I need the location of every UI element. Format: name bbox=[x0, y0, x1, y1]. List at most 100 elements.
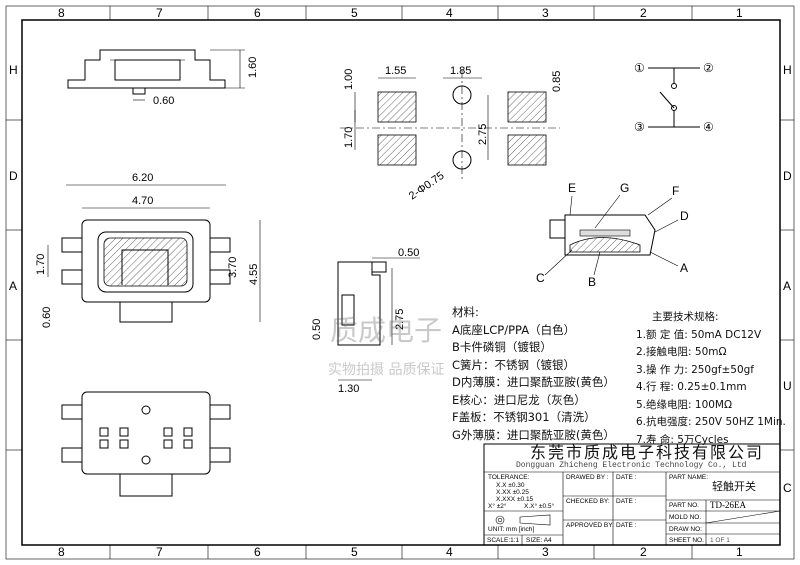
svg-text:5: 5 bbox=[351, 545, 358, 559]
svg-text:实物拍摄 品质保证: 实物拍摄 品质保证 bbox=[328, 362, 444, 378]
checked-by-label: CHECKED BY: bbox=[566, 498, 610, 505]
svg-text:8: 8 bbox=[58, 545, 65, 559]
tolerance-3: X.XXX ±0.15 bbox=[496, 496, 534, 503]
part-no-label: PART NO. bbox=[669, 502, 699, 509]
svg-text:1.85: 1.85 bbox=[450, 65, 471, 77]
unit-label: UNIT: mm [inch] bbox=[488, 526, 535, 533]
tolerance-label: TOLERANCE: bbox=[488, 474, 530, 481]
specs-title: 主要技术规格: bbox=[652, 311, 719, 323]
materials-list: 材料: A底座LCP/PPA（白色） B卡件磷铜（镀银） C簧片：不锈钢（镀银）… bbox=[452, 304, 615, 444]
draw-no-label: DRAW NO: bbox=[669, 526, 702, 533]
date-label: DATE : bbox=[616, 522, 637, 529]
spec-item: 2.接触电阻: 50mΩ bbox=[636, 346, 727, 358]
part-name-value: 轻触开关 bbox=[712, 480, 756, 493]
tolerance-2: X.XX ±0.25 bbox=[496, 489, 529, 496]
svg-text:U: U bbox=[783, 379, 792, 393]
svg-text:4: 4 bbox=[446, 545, 453, 559]
svg-text:1.60: 1.60 bbox=[247, 57, 259, 78]
approved-by-label: APPROVED BY: bbox=[566, 522, 615, 529]
company-name-cn: 东莞市质成电子科技有限公司 bbox=[530, 443, 765, 462]
mold-no-label: MOLD NO. bbox=[669, 514, 702, 521]
svg-text:0.50: 0.50 bbox=[311, 319, 323, 340]
svg-text:4: 4 bbox=[446, 6, 453, 20]
svg-text:7: 7 bbox=[156, 545, 163, 559]
svg-text:1.70: 1.70 bbox=[343, 127, 355, 148]
svg-text:2: 2 bbox=[640, 545, 647, 559]
part-no-value: TD-26EA bbox=[710, 500, 746, 510]
size-label: SIZE: A4 bbox=[526, 537, 552, 544]
svg-text:D: D bbox=[9, 169, 18, 183]
svg-text:D: D bbox=[680, 209, 689, 223]
svg-text:2: 2 bbox=[640, 6, 647, 20]
svg-text:E: E bbox=[568, 181, 576, 195]
svg-text:3: 3 bbox=[542, 545, 549, 559]
date-label: DATE : bbox=[616, 498, 637, 505]
sheet-no-label: SHEET NO. bbox=[669, 537, 704, 544]
top-view: 1.60 0.60 bbox=[67, 49, 259, 107]
svg-text:0.85: 0.85 bbox=[551, 71, 563, 92]
svg-text:A: A bbox=[783, 279, 791, 293]
outer-frame bbox=[5, 5, 795, 560]
material-item: F盖板：不锈钢301（清洗） bbox=[452, 410, 596, 424]
tolerance-1: X.X ±0.30 bbox=[496, 482, 525, 489]
material-item: D内薄膜：进口聚酰亚胺(黄色） bbox=[452, 375, 615, 389]
svg-text:8: 8 bbox=[58, 6, 65, 20]
bottom-view bbox=[61, 391, 231, 497]
front-view: 6.20 4.70 1.70 3.70 4.55 0.60 bbox=[35, 172, 261, 328]
svg-text:4.55: 4.55 bbox=[248, 264, 260, 285]
material-item: E核心：进口尼龙（灰色） bbox=[452, 392, 586, 407]
svg-text:C: C bbox=[783, 481, 792, 495]
sheet-no-value: 1 OF 1 bbox=[710, 537, 730, 544]
svg-text:2.75: 2.75 bbox=[394, 309, 406, 330]
spec-item: 6.抗电强度: 250V 50HZ 1Min. bbox=[636, 416, 786, 428]
svg-text:D: D bbox=[783, 169, 792, 183]
svg-text:质成电子: 质成电子 bbox=[330, 314, 442, 347]
svg-text:A: A bbox=[9, 279, 17, 293]
svg-text:④: ④ bbox=[703, 120, 714, 134]
svg-text:B: B bbox=[588, 275, 596, 289]
svg-text:C: C bbox=[536, 271, 545, 285]
watermark: 质成电子 实物拍摄 品质保证 bbox=[328, 314, 444, 378]
material-item: A底座LCP/PPA（白色） bbox=[452, 322, 576, 337]
svg-text:1.55: 1.55 bbox=[385, 65, 406, 77]
side-view: 0.50 2.75 0.50 1.30 bbox=[311, 247, 420, 395]
svg-text:1.00: 1.00 bbox=[343, 69, 355, 90]
svg-text:③: ③ bbox=[634, 120, 645, 134]
svg-text:1.30: 1.30 bbox=[338, 383, 359, 395]
svg-text:3.70: 3.70 bbox=[227, 257, 239, 278]
footprint-view: 1.55 1.85 1.00 0.85 1.70 2.75 2-Φ0.75 bbox=[340, 65, 563, 202]
part-name-label: PART NAME: bbox=[669, 474, 709, 481]
section-view: E G F D C B A bbox=[536, 181, 689, 289]
material-item: G外薄膜：进口聚酰亚胺(黄色） bbox=[452, 427, 615, 442]
svg-text:H: H bbox=[783, 63, 792, 77]
spec-item: 5.绝缘电阻: 100MΩ bbox=[636, 398, 733, 411]
svg-text:H: H bbox=[9, 63, 18, 77]
date-label: DATE : bbox=[616, 474, 637, 481]
svg-text:2.75: 2.75 bbox=[477, 124, 489, 145]
angle-tolerance-2: X.X° ±0.5° bbox=[524, 503, 555, 510]
materials-title: 材料: bbox=[452, 305, 479, 319]
svg-text:1: 1 bbox=[736, 545, 743, 559]
svg-text:①: ① bbox=[634, 61, 645, 75]
svg-text:6: 6 bbox=[254, 6, 261, 20]
specs-list: 主要技术规格: 1.额 定 值: 50mA DC12V 2.接触电阻: 50mΩ… bbox=[636, 309, 786, 449]
svg-text:4.70: 4.70 bbox=[132, 195, 153, 207]
svg-text:5: 5 bbox=[351, 6, 358, 20]
drawed-by-label: DRAWED BY : bbox=[566, 474, 609, 481]
material-item: C簧片：不锈钢（镀银） bbox=[452, 357, 576, 372]
svg-text:0.60: 0.60 bbox=[153, 95, 174, 107]
svg-text:0.60: 0.60 bbox=[41, 307, 53, 328]
spec-item: 1.额 定 值: 50mA DC12V bbox=[636, 328, 762, 341]
svg-text:A: A bbox=[680, 261, 688, 275]
spec-item: 7.寿 命: 5万Cycles bbox=[636, 433, 729, 446]
svg-text:1: 1 bbox=[736, 6, 743, 20]
title-block bbox=[483, 443, 781, 546]
inner-frame bbox=[21, 19, 781, 546]
svg-text:3: 3 bbox=[542, 6, 549, 20]
svg-text:1.70: 1.70 bbox=[35, 254, 47, 275]
company-name-en: Dongguan Zhicheng Electronic Technology … bbox=[516, 461, 747, 470]
switch-schematic: ① ② ③ ④ bbox=[634, 61, 714, 134]
svg-text:0.50: 0.50 bbox=[398, 247, 419, 259]
